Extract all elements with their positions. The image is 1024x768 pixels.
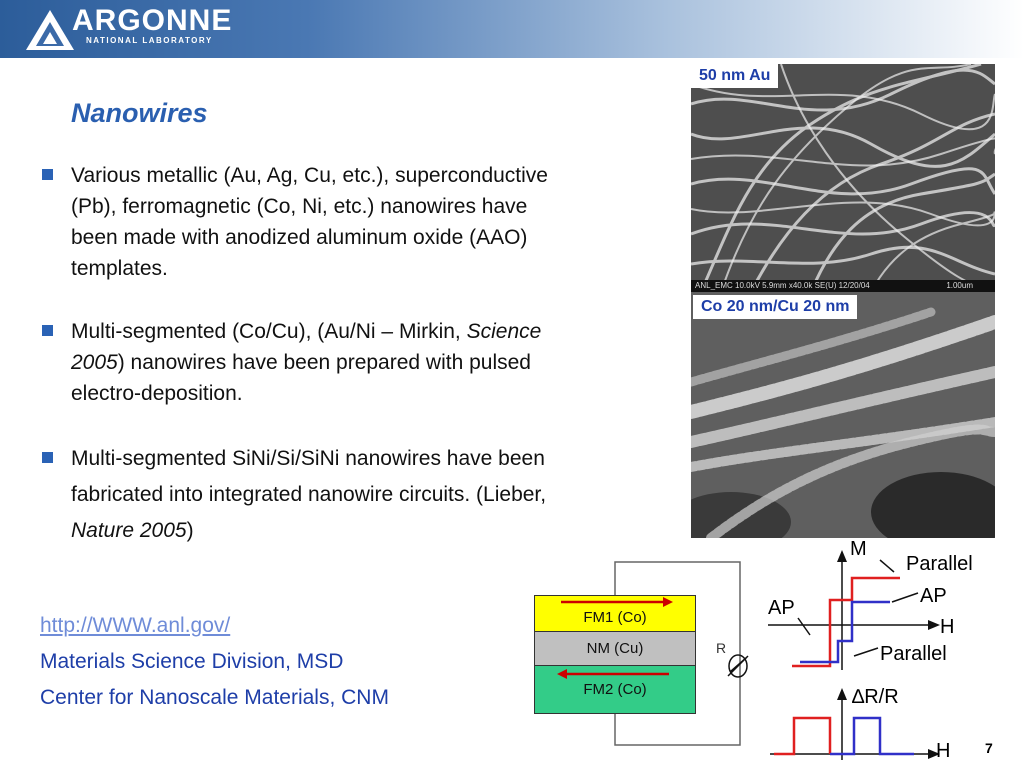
magnetoresistance-graph (770, 688, 940, 760)
right-arrow-icon (561, 597, 673, 607)
nm-layer: NM (Cu) (534, 631, 696, 666)
sem-info-bar: ANL_EMC 10.0kV 5.9mm x40.0k SE(U) 12/20/… (691, 280, 995, 292)
variable-resistor-icon (727, 654, 749, 678)
magnetization-hysteresis-graph (768, 550, 940, 670)
center-text: Center for Nanoscale Materials, CNM (40, 686, 389, 709)
ap-label-left: AP (768, 597, 795, 619)
bullet-square-icon (42, 169, 53, 180)
header-banner: ARGONNE NATIONAL LABORATORY (0, 0, 1024, 58)
nanowire-texture (691, 64, 995, 292)
sem-image-au-nanowires: 50 nm Au ANL_EMC 10.0kV 5.9mm x40.0k SE(… (691, 64, 995, 292)
image-label-cocu: Co 20 nm/Cu 20 nm (693, 295, 858, 319)
sem-image-cocu-nanowires: Co 20 nm/Cu 20 nm (691, 292, 995, 538)
fm2-layer: FM2 (Co) (534, 665, 696, 714)
bullet-list: Various metallic (Au, Ag, Cu, etc.), sup… (40, 160, 660, 549)
bullet-square-icon (42, 452, 53, 463)
bullet-item: Various metallic (Au, Ag, Cu, etc.), sup… (40, 160, 660, 284)
resistor-label: R (716, 640, 727, 656)
image-label-au: 50 nm Au (691, 64, 779, 88)
m-axis-label: M (850, 538, 867, 560)
logo-text: ARGONNE (72, 4, 233, 37)
ap-label-right: AP (920, 585, 947, 607)
parallel-label-bottom: Parallel (880, 643, 947, 665)
h-axis-label-bottom: H (936, 740, 951, 762)
fm1-layer: FM1 (Co) (534, 595, 696, 632)
slide-title: Nanowires (71, 98, 208, 128)
affiliation-block: http://WWW.anl.gov/ Materials Science Di… (40, 608, 389, 716)
bullet-square-icon (42, 325, 53, 336)
parallel-label-top: Parallel (906, 553, 973, 575)
page-number: 7 (985, 740, 993, 756)
anl-link[interactable]: http://WWW.anl.gov/ (40, 614, 231, 637)
logo-subtext: NATIONAL LABORATORY (86, 36, 213, 45)
h-axis-label: H (940, 616, 955, 638)
division-text: Materials Science Division, MSD (40, 650, 344, 673)
segmented-wire-texture (691, 292, 995, 538)
argonne-logo-icon (26, 10, 74, 50)
bullet-item: Multi-segmented SiNi/Si/SiNi nanowires h… (40, 441, 660, 549)
bullet-item: Multi-segmented (Co/Cu), (Au/Ni – Mirkin… (40, 316, 660, 409)
delta-r-axis-label: ∆R/R (852, 686, 899, 708)
left-arrow-icon (557, 669, 669, 679)
